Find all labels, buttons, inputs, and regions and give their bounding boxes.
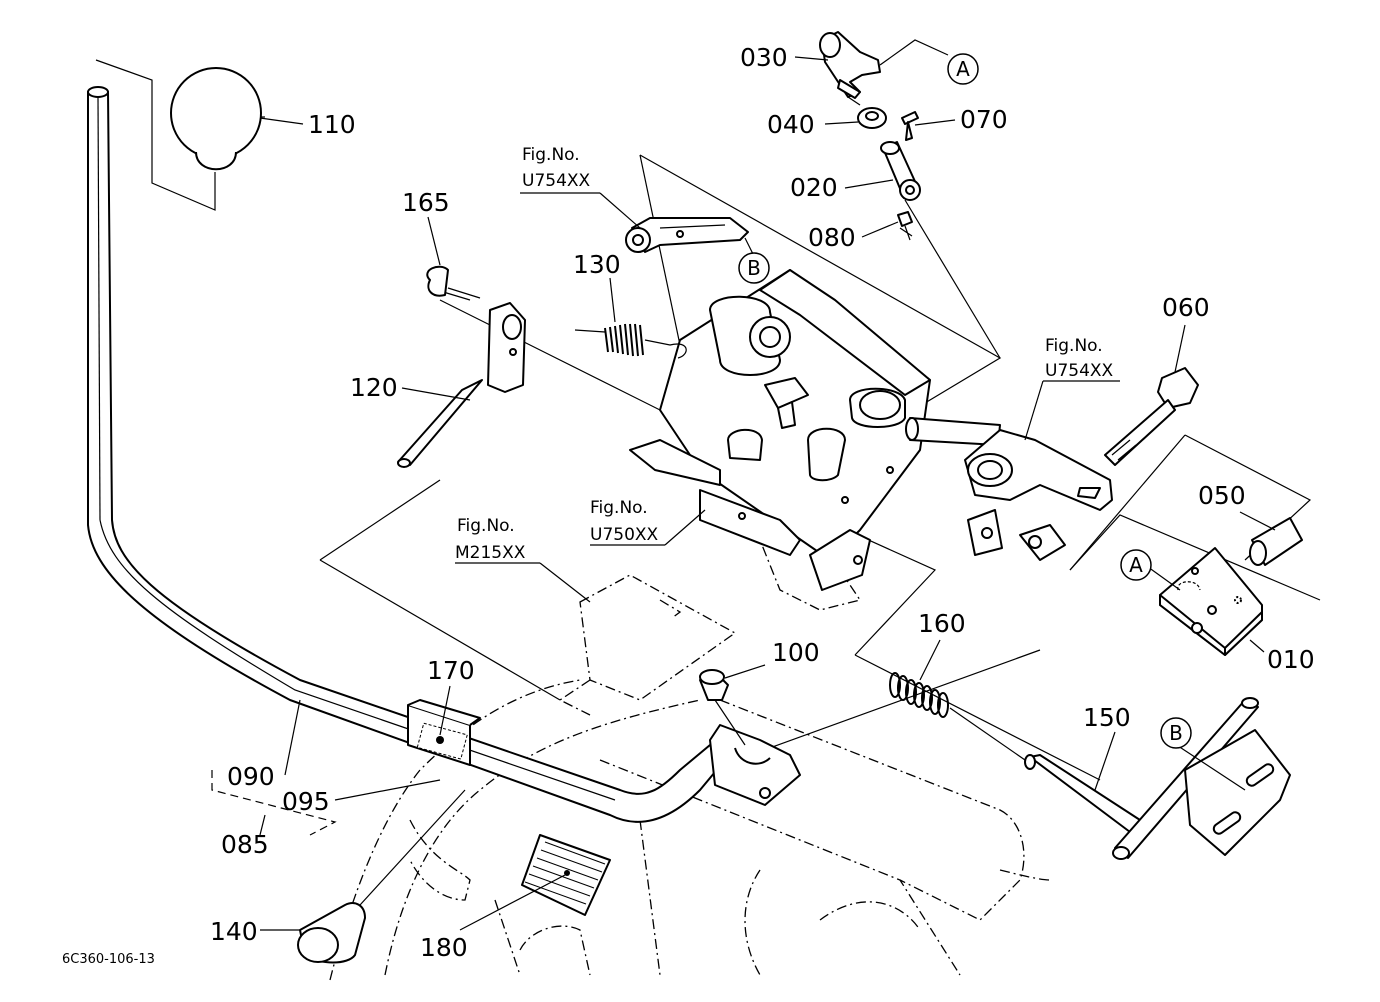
fig-ref-1-line1: Fig.No. [522,145,580,165]
part-label-040: 040 [767,110,815,139]
drawing-code: 6C360-106-13 [62,952,155,967]
chassis-outline [329,679,1051,981]
fig-ref-2-line1: Fig.No. [1045,336,1103,356]
pedal-pad-180 [521,834,611,916]
fig-ref-4-line1: Fig.No. [457,516,515,536]
callout-b-top-circle [738,252,770,284]
callout-a-top-circle [947,53,979,85]
part-label-170: 170 [427,656,475,685]
fig-ref-3-line2: U750XX [590,525,659,545]
platform-plate [558,574,737,716]
slotted-bracket [1184,729,1291,856]
callout-a-top: A [956,57,970,81]
part-label-030: 030 [740,43,788,72]
bolt-060 [1104,367,1199,466]
part-label-150: 150 [1083,703,1131,732]
leader-lines [211,56,1276,931]
callout-b-bottom-circle [1160,717,1192,749]
part-label-095: 095 [282,787,330,816]
figure-ref-leaders [455,192,1120,603]
pin-080 [897,211,913,241]
spring-160 [889,672,1026,761]
part-label-100: 100 [772,638,820,667]
callout-b-bottom: B [1169,721,1183,745]
spring-130 [574,323,687,359]
screw-070 [901,111,919,141]
mechanism-housing [629,269,931,591]
block-010 [1159,547,1263,656]
lever-guide-bracket [407,699,481,766]
part-label-165: 165 [402,188,450,217]
nut-040 [857,107,887,129]
part-label-140: 140 [210,917,258,946]
callout-a-bottom-circle [1120,549,1152,581]
rod-end-020 [880,141,921,201]
ball-joint-030 [819,31,949,106]
part-labels: 030 040 070 020 080 110 165 130 120 060 … [210,43,1315,962]
part-label-180: 180 [420,933,468,962]
right-bracket [964,429,1113,561]
fig-ref-4-line2: M215XX [455,543,526,563]
part-label-160: 160 [918,609,966,638]
part-label-085: 085 [221,830,269,859]
clip-165 [426,265,481,299]
part-label-070: 070 [960,105,1008,134]
link-arm [625,217,749,253]
part-label-050: 050 [1198,481,1246,510]
pin-050 [1249,517,1303,566]
part-label-130: 130 [573,250,621,279]
part-label-060: 060 [1162,293,1210,322]
part-label-120: 120 [350,373,398,402]
part-label-020: 020 [790,173,838,202]
part-label-110: 110 [308,110,356,139]
part-label-090: 090 [227,762,275,791]
grip-140 [297,789,466,964]
frame-bracket-outline [759,524,862,611]
callouts: A B A B [738,53,1192,749]
knob-100 [699,669,746,746]
part-label-010: 010 [1267,645,1315,674]
ball-knob-110 [95,59,262,211]
fig-ref-2-line2: U754XX [1045,361,1114,381]
figure-references: Fig.No. U754XX Fig.No. U754XX Fig.No. U7… [455,145,1114,563]
callout-a-bottom: A [1129,553,1143,577]
lever-bracket [709,724,801,806]
part-label-080: 080 [808,223,856,252]
callout-b-top: B [747,256,761,280]
fig-ref-3-line1: Fig.No. [590,498,648,518]
fig-ref-1-line2: U754XX [522,171,591,191]
arm-120 [397,302,526,468]
